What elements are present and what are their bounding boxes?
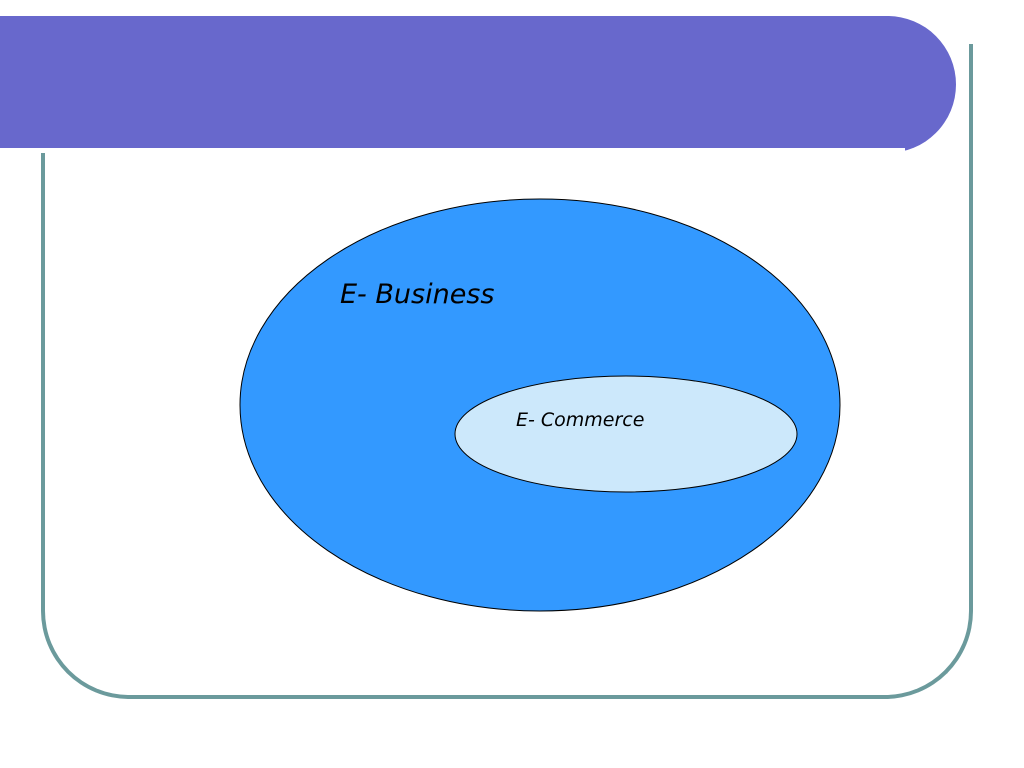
title-banner xyxy=(0,16,956,153)
slide-frame xyxy=(41,44,973,699)
banner-rule xyxy=(0,148,905,153)
inner-ellipse-e-commerce xyxy=(454,375,798,493)
inner-ellipse-label: E- Commerce xyxy=(516,409,644,431)
outer-ellipse-label: E- Business xyxy=(340,279,494,310)
